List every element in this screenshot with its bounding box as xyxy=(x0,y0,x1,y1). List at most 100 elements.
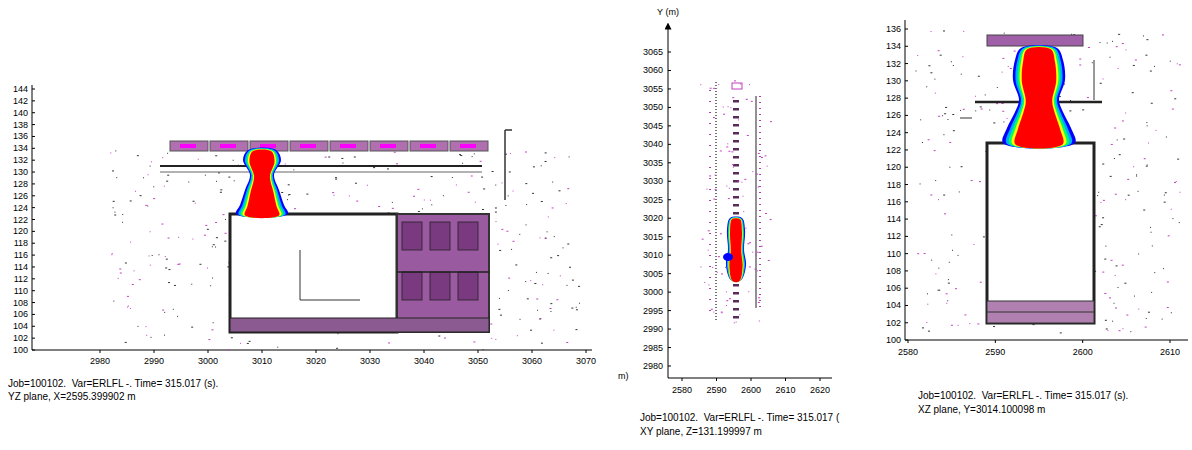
plot-line xyxy=(668,26,669,378)
x-tick-label: 3000 xyxy=(198,357,218,366)
plot-rect xyxy=(709,288,711,289)
plot-rect xyxy=(715,220,717,221)
plot-rect xyxy=(928,65,930,66)
plot-rect xyxy=(125,263,127,264)
plot-rect xyxy=(959,191,960,192)
plot-rect xyxy=(756,124,757,125)
plot-rect xyxy=(1114,158,1115,159)
plot-rect xyxy=(756,258,757,259)
plot-line xyxy=(1082,340,1083,343)
plot-rect xyxy=(920,119,921,120)
plot-rect xyxy=(566,342,568,343)
plot-rect xyxy=(715,169,717,170)
plot-rect xyxy=(756,187,757,188)
x-tick-label: 2580 xyxy=(898,348,918,357)
y-tick-label: 110 xyxy=(14,286,28,295)
plot-rect xyxy=(964,314,966,315)
plot-line xyxy=(424,350,425,353)
plot-rect xyxy=(525,281,526,282)
plot-rect xyxy=(756,261,757,262)
plot-rect xyxy=(756,278,757,279)
plot-rect xyxy=(159,254,160,255)
y-tick-label: 126 xyxy=(886,111,901,120)
plot-rect xyxy=(759,102,761,103)
plot-rect xyxy=(756,128,757,129)
plot-rect xyxy=(1150,71,1152,72)
plot-rect xyxy=(1119,154,1121,155)
plot-rect xyxy=(541,201,543,202)
plot-rect xyxy=(715,157,717,158)
plot-rect xyxy=(388,342,390,343)
plot-rect xyxy=(756,118,757,119)
plot-rect xyxy=(756,290,757,291)
plot-rect xyxy=(1112,41,1113,42)
plot-rect xyxy=(715,91,717,92)
plot-rect xyxy=(756,206,757,207)
plot-line xyxy=(32,290,35,291)
plot-rect xyxy=(1004,33,1005,34)
plot-rect xyxy=(443,195,444,196)
plot-rect xyxy=(1115,275,1116,276)
plot-rect xyxy=(198,159,199,160)
plot-rect xyxy=(722,312,723,313)
plot-rect xyxy=(732,97,734,98)
plot-path xyxy=(242,149,281,218)
plot-rect xyxy=(542,284,543,285)
y-tick-label: 100 xyxy=(886,336,901,345)
plot-rect xyxy=(119,268,121,269)
y-tick-label: 3055 xyxy=(643,84,663,93)
plot-rect xyxy=(764,155,766,156)
plot-rect xyxy=(191,284,192,285)
plot-rect xyxy=(137,326,138,327)
plot-rect xyxy=(759,204,761,205)
plot-rect xyxy=(756,242,757,243)
plot-rect xyxy=(709,211,711,212)
plot-rect xyxy=(938,290,940,291)
plot-rect xyxy=(541,343,543,344)
plot-rect xyxy=(392,202,393,203)
plot-rect xyxy=(151,337,152,338)
plot-rect xyxy=(739,314,740,315)
plot-rect xyxy=(756,179,757,180)
plot-rect xyxy=(166,181,168,182)
plot-rect xyxy=(733,316,739,319)
plot-rect xyxy=(756,253,757,254)
plot-rect xyxy=(756,171,757,172)
plot-rect xyxy=(756,293,757,294)
plot-rect xyxy=(247,343,249,344)
plot-rect xyxy=(944,213,946,214)
plot-rect xyxy=(715,145,717,146)
plot-rect xyxy=(953,65,954,66)
plot-rect xyxy=(135,191,136,192)
plot-rect xyxy=(711,309,713,310)
plot-rect xyxy=(715,160,717,161)
plot-rect xyxy=(520,319,521,320)
plot-rect xyxy=(495,339,496,340)
plot-rect xyxy=(1167,282,1169,283)
plot-rect xyxy=(534,283,536,284)
plot-rect xyxy=(749,84,750,85)
plot-rect xyxy=(756,200,757,201)
plot-rect xyxy=(756,152,757,153)
plot-rect xyxy=(1133,65,1135,66)
plot-rect xyxy=(759,126,761,127)
plot-rect xyxy=(508,278,510,279)
plot-rect xyxy=(560,275,561,276)
plot-rect xyxy=(756,297,757,298)
plot-rect xyxy=(715,202,717,203)
plot-line xyxy=(300,250,301,300)
plot-rect xyxy=(328,156,330,157)
plot-rect xyxy=(963,31,964,32)
plot-rect xyxy=(946,293,948,294)
plot-rect xyxy=(756,236,757,237)
plot-rect xyxy=(979,181,981,182)
plot-path xyxy=(1014,47,1063,149)
plot-rect xyxy=(715,190,717,191)
plot-line xyxy=(668,218,671,219)
plot-rect xyxy=(715,175,717,176)
plot-line xyxy=(32,266,35,267)
plot-rect xyxy=(723,107,724,108)
y-tick-label: 3035 xyxy=(643,158,663,167)
plot-rect xyxy=(725,267,726,268)
plot-rect xyxy=(1105,246,1106,247)
